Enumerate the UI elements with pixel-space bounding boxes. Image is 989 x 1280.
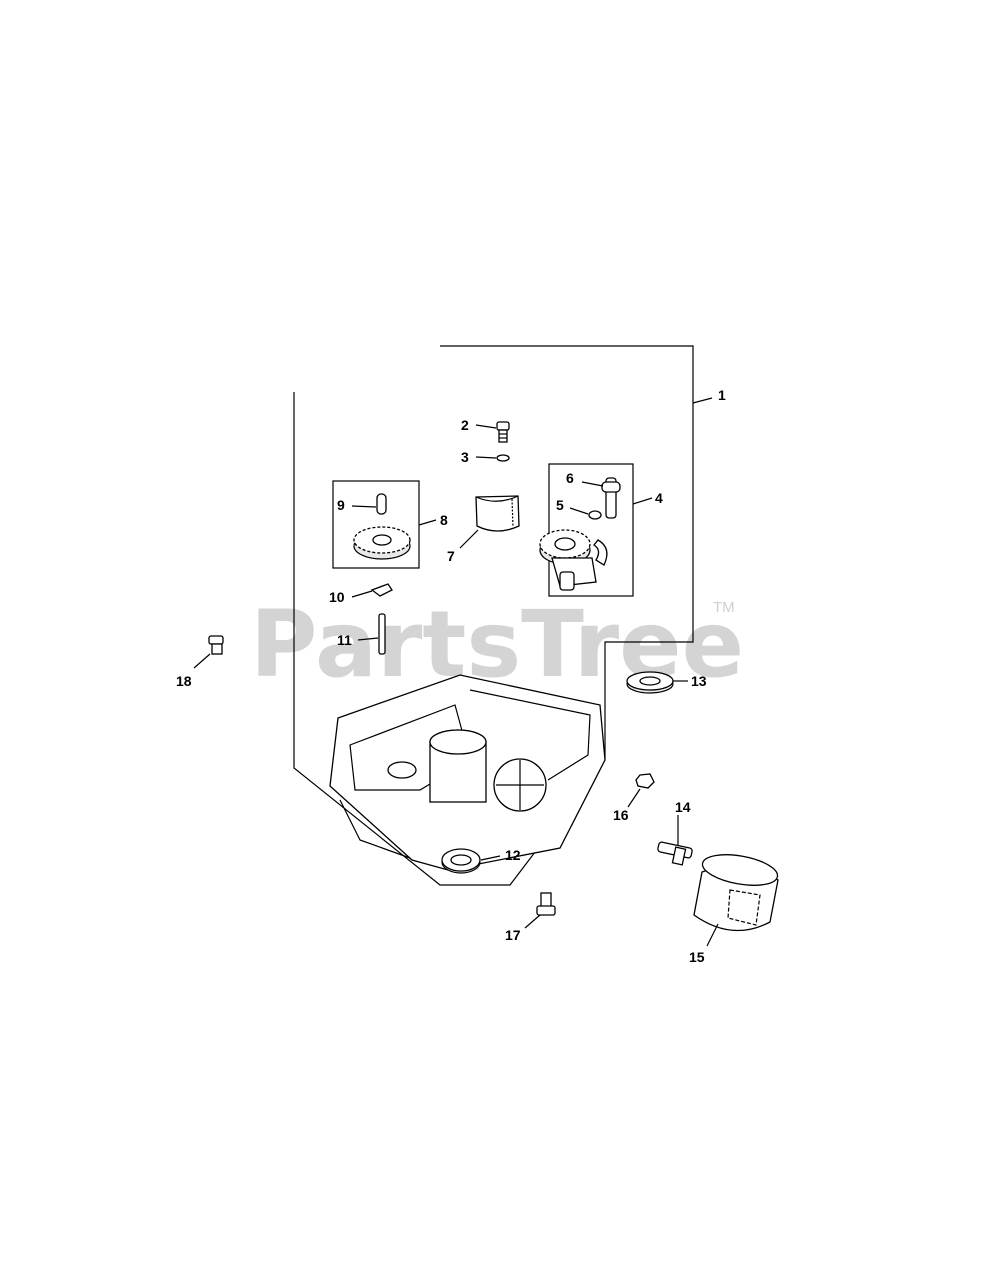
- watermark-trademark: TM: [713, 599, 735, 616]
- callout-16[interactable]: 16: [613, 807, 629, 823]
- callout-15[interactable]: 15: [689, 949, 705, 965]
- callout-2[interactable]: 2: [461, 417, 469, 433]
- callout-8[interactable]: 8: [440, 512, 448, 528]
- part-14-fitting[interactable]: [657, 841, 693, 866]
- part-18-drain-plug[interactable]: [208, 635, 224, 655]
- callout-1[interactable]: 1: [718, 387, 726, 403]
- callout-7[interactable]: 7: [447, 548, 455, 564]
- part-13-seal[interactable]: [626, 671, 674, 694]
- part-8-gear[interactable]: [353, 526, 411, 560]
- callout-4[interactable]: 4: [655, 490, 663, 506]
- callout-9[interactable]: 9: [337, 497, 345, 513]
- subassembly-box-4: [548, 463, 634, 597]
- part-7-bearing-shell[interactable]: [475, 495, 520, 532]
- callout-3[interactable]: 3: [461, 449, 469, 465]
- part-2-screw[interactable]: [496, 421, 510, 443]
- callout-17[interactable]: 17: [505, 927, 521, 943]
- part-16-nut[interactable]: [635, 773, 655, 789]
- callout-18[interactable]: 18: [176, 673, 192, 689]
- part-12-oil-seal[interactable]: [441, 848, 481, 874]
- callout-11[interactable]: 11: [337, 632, 352, 648]
- part-15-oil-filter[interactable]: [693, 850, 780, 932]
- callout-6[interactable]: 6: [566, 470, 574, 486]
- part-4-oil-pump[interactable]: [539, 529, 608, 591]
- part-6-pickup-tube[interactable]: [601, 477, 621, 519]
- part-9-pin[interactable]: [376, 493, 387, 515]
- callout-5[interactable]: 5: [556, 497, 564, 513]
- part-17-bolt[interactable]: [536, 892, 556, 916]
- part-10-tab-washer[interactable]: [370, 583, 393, 597]
- leader-lines: [193, 397, 719, 947]
- callout-14[interactable]: 14: [675, 799, 691, 815]
- part-11-dowel-pin[interactable]: [378, 613, 386, 655]
- closure-plate[interactable]: [329, 674, 606, 871]
- callout-13[interactable]: 13: [691, 673, 707, 689]
- callout-12[interactable]: 12: [505, 847, 521, 863]
- part-3-washer[interactable]: [496, 454, 510, 462]
- callout-10[interactable]: 10: [329, 589, 345, 605]
- part-5-o-ring[interactable]: [588, 510, 602, 520]
